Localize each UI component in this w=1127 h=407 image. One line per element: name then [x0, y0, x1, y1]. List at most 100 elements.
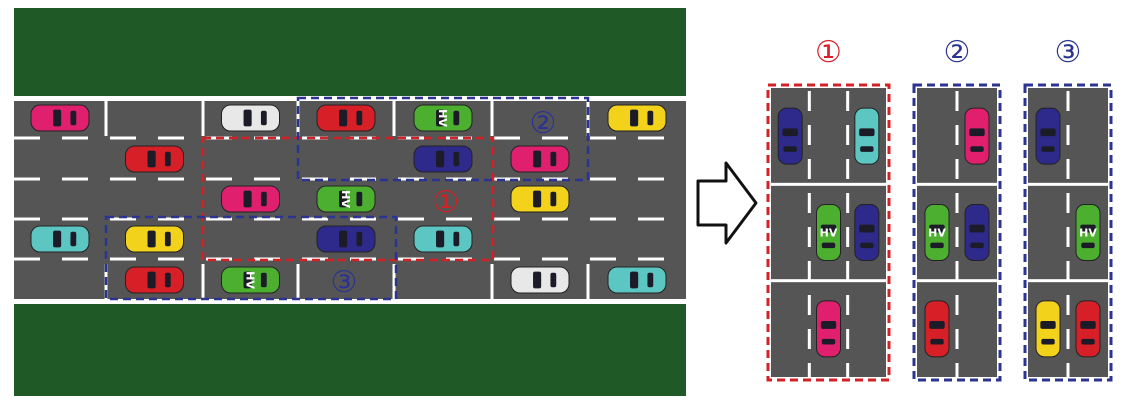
car-windshield — [436, 230, 445, 248]
lane-dash — [846, 125, 850, 145]
car-windshield — [53, 109, 62, 127]
lane-dash — [302, 217, 328, 221]
car — [125, 145, 184, 173]
region-1-label-text: ① — [433, 185, 460, 220]
lane-dash — [14, 257, 40, 261]
lane-dash — [590, 136, 616, 140]
car-rear-window — [647, 272, 654, 288]
road-edge-bottom — [14, 299, 686, 302]
lane-dash — [846, 329, 850, 349]
slot-divider — [104, 100, 108, 136]
car-windshield — [147, 150, 156, 168]
car-rear-window — [930, 242, 944, 249]
car-rear-window — [1041, 338, 1055, 345]
car-windshield — [859, 128, 875, 137]
lane-dash — [846, 159, 850, 179]
grass-top — [14, 8, 686, 96]
lane-dash — [254, 136, 280, 140]
lane-dash — [1066, 91, 1070, 111]
car-windshield — [533, 271, 542, 289]
region-2-label: ② — [530, 106, 557, 141]
slot-divider — [490, 264, 494, 300]
lane-dash — [1066, 363, 1070, 383]
car — [854, 107, 880, 165]
lane-dash — [807, 261, 811, 281]
lane-dash — [807, 193, 811, 213]
lane-dash — [254, 177, 280, 181]
car — [816, 300, 841, 358]
lane-dash — [62, 217, 88, 221]
car-rear-window — [821, 338, 836, 345]
car — [510, 185, 570, 213]
region-3-label-text: ③ — [331, 265, 358, 300]
car-rear-window — [1081, 242, 1095, 249]
car-windshield — [929, 320, 945, 329]
panel-2-title: ② — [944, 35, 971, 70]
hv-label: HV — [820, 227, 838, 240]
lane-dash — [807, 91, 811, 111]
car-rear-window — [356, 231, 363, 247]
car — [221, 185, 280, 213]
car-windshield — [969, 224, 985, 233]
lane-dash — [14, 177, 40, 181]
car-windshield — [630, 109, 639, 127]
car — [1035, 107, 1061, 165]
car-windshield — [1040, 320, 1056, 329]
car-rear-window — [550, 191, 557, 207]
slot-divider — [392, 100, 396, 136]
lane-dash — [1066, 159, 1070, 179]
lane-dash — [955, 329, 959, 349]
slot-divider — [917, 279, 997, 283]
lane-dash — [206, 177, 232, 181]
car — [413, 225, 473, 253]
lane-dash — [955, 125, 959, 145]
lane-dash — [846, 261, 850, 281]
lane-dash — [638, 136, 664, 140]
lane-dash — [446, 136, 472, 140]
grass-bottom — [14, 304, 686, 396]
car-windshield — [929, 224, 945, 233]
lane-dash — [158, 217, 184, 221]
panel-2-frame — [912, 83, 1002, 382]
lane-dash — [494, 136, 520, 140]
hv-car: HV — [1075, 204, 1101, 261]
slot-divider — [1028, 182, 1108, 186]
slot-divider — [771, 182, 886, 186]
lane-dash — [494, 177, 520, 181]
lane-dash — [542, 217, 568, 221]
lane-dash — [494, 257, 520, 261]
lane-dash — [110, 217, 136, 221]
slot-divider — [201, 100, 205, 136]
lane-dash — [350, 177, 376, 181]
panel-3: ③HV — [1023, 35, 1113, 383]
lane-dash — [846, 363, 850, 383]
car-rear-window — [164, 151, 171, 167]
lane-dash — [955, 193, 959, 213]
car — [30, 225, 90, 253]
car-rear-window — [260, 272, 267, 288]
car — [964, 107, 990, 165]
hv-car: HV — [413, 104, 473, 132]
car-rear-window — [453, 110, 460, 126]
car-rear-window — [1081, 338, 1095, 345]
car-windshield — [969, 128, 985, 137]
lane-dash — [1066, 329, 1070, 349]
car-windshield — [859, 224, 875, 233]
hv-car: HV — [816, 204, 841, 261]
car-windshield — [339, 230, 348, 248]
lane-dash — [206, 217, 232, 221]
car-rear-window — [260, 191, 267, 207]
car — [777, 107, 803, 165]
lane-dash — [62, 177, 88, 181]
lane-dash — [807, 125, 811, 145]
lane-dash — [807, 329, 811, 349]
hv-label: HV — [244, 271, 257, 289]
lane-dash — [398, 217, 424, 221]
road-edge-top — [14, 98, 686, 101]
panel-1-title: ① — [815, 35, 842, 70]
lane-dash — [62, 257, 88, 261]
car-windshield — [243, 271, 252, 289]
lane-dash — [110, 136, 136, 140]
